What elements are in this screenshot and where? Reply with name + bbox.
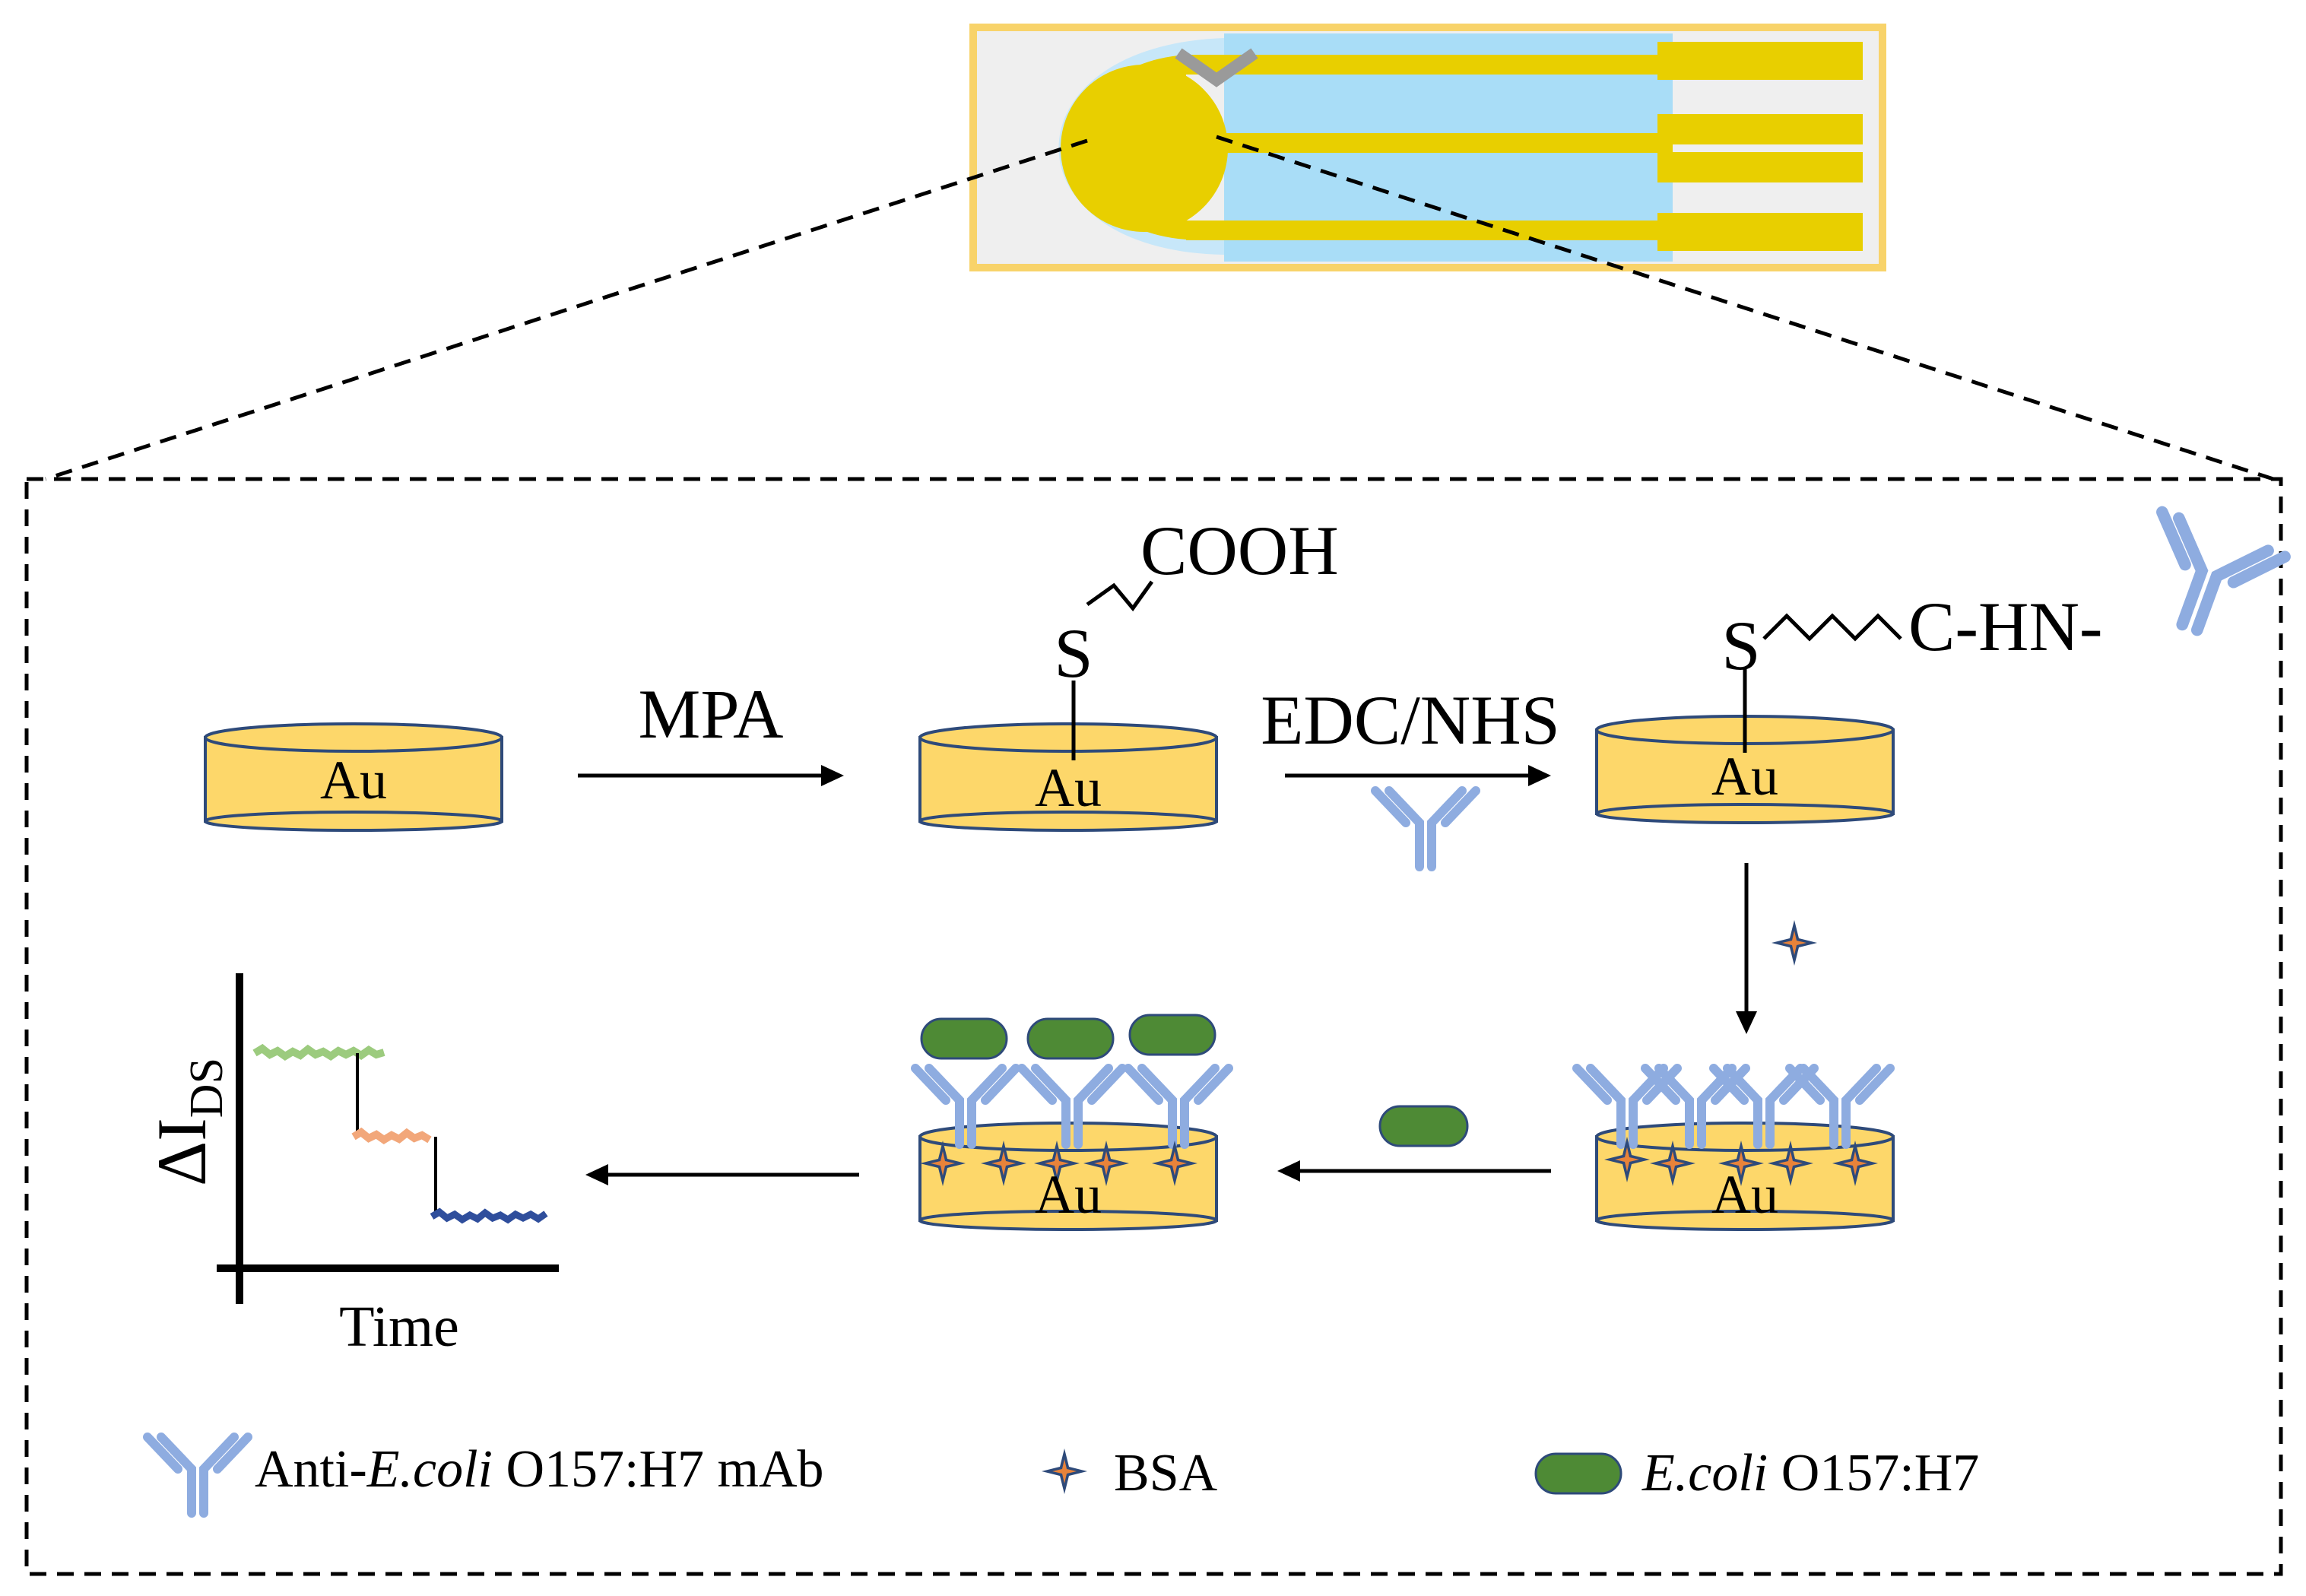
antibody-icon (147, 1437, 248, 1513)
disk-label: Au (320, 750, 387, 811)
edc-nhs-label: EDC/NHS (1261, 681, 1560, 759)
gold-disk-captured: Au (915, 1014, 1229, 1231)
ecoli-icon (1534, 1452, 1622, 1495)
antibody-icon (2128, 512, 2285, 649)
disk-label: Au (1035, 1164, 1102, 1225)
legend: Anti-E.coli O157:H7 mAb BSA E.coli O157:… (147, 1437, 1979, 1513)
disk-label: Au (1711, 746, 1778, 807)
y-axis-label: ΔIDS (143, 1058, 233, 1186)
response-plot: ΔIDS Time (143, 973, 559, 1359)
trace-blue (430, 1207, 548, 1224)
disk-label: Au (1035, 757, 1102, 818)
arrow-to-plot (585, 1164, 859, 1185)
gold-disk-antibody: Au S C-HN- (1595, 512, 2285, 824)
x-axis-label: Time (339, 1295, 459, 1359)
gold-disk-bare: Au (204, 722, 503, 832)
bsa-icon (1042, 1448, 1087, 1494)
legend-bsa: BSA (1114, 1444, 1218, 1502)
trace-orange (351, 1127, 432, 1144)
chip-electrode-lines (1186, 42, 1863, 251)
legend-ecoli: E.coli O157:H7 (1641, 1444, 1979, 1502)
zoom-lines (45, 135, 2274, 481)
arrow-ecoli (1277, 1105, 1551, 1182)
ecoli-icon (1378, 1105, 1469, 1147)
sensor-chip (969, 24, 1886, 271)
gold-disk-mpa: Au S COOH (918, 512, 1339, 832)
gold-disk-blocked: Au (1577, 1068, 1895, 1231)
trace-green (252, 1043, 385, 1061)
arrow-edc-nhs: EDC/NHS (1261, 681, 1560, 867)
mpa-label: MPA (639, 675, 784, 753)
cooh-label: COOH (1140, 512, 1339, 589)
antibody-icon (1375, 791, 1476, 867)
arrow-bsa (1736, 863, 1817, 1034)
bsa-icon (1772, 920, 1817, 966)
sulfur-label: S (1054, 614, 1093, 692)
disk-label: Au (1711, 1164, 1778, 1225)
legend-antibody: Anti-E.coli O157:H7 mAb (255, 1440, 824, 1499)
chn-label: C-HN- (1908, 588, 2103, 665)
sulfur-label: S (1721, 607, 1760, 684)
detail-box (24, 477, 2283, 1576)
arrow-mpa: MPA (578, 675, 844, 786)
